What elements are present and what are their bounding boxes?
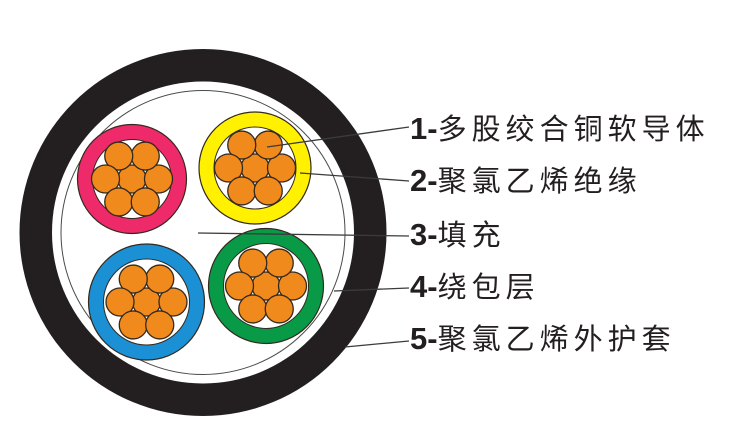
leader-line-5: [344, 340, 410, 348]
label-insulation-text: 聚氯乙烯绝缘: [438, 165, 642, 198]
leader-line-3: [197, 232, 410, 237]
core-yellow: [198, 111, 312, 225]
diagram-shapes: [19, 49, 410, 416]
label-wrapping: 4-绕包层: [410, 269, 540, 304]
core-pink-strand-3: [104, 141, 134, 171]
core-pink: [76, 123, 188, 235]
core-yellow-strand-3: [227, 130, 257, 160]
label-insulation: 2-聚氯乙烯绝缘: [410, 163, 642, 198]
core-pink-strand-2: [130, 141, 160, 171]
cores-group: [76, 111, 325, 361]
label-outer-sheath-text: 聚氯乙烯外护套: [438, 323, 676, 356]
label-filler: 3-填充: [410, 217, 506, 252]
label-conductor-text: 多股绞合铜软导体: [438, 113, 710, 146]
leader-lines-group: [197, 126, 410, 348]
leader-line-1: [266, 126, 410, 148]
core-green-strand-2: [264, 248, 294, 278]
core-blue: [87, 243, 206, 361]
part-labels: 1-多股绞合铜软导体 2-聚氯乙烯绝缘 3-填充 4-绕包层 5-聚氯乙烯外护套: [410, 111, 710, 356]
core-green-strand-3: [238, 248, 268, 278]
core-blue-strand-2: [145, 264, 175, 294]
core-blue-strand-3: [118, 264, 148, 294]
core-yellow-strand-6: [253, 176, 283, 206]
core-yellow-strand-1: [266, 153, 297, 183]
label-conductor: 1-多股绞合铜软导体: [410, 111, 710, 146]
label-outer-sheath: 5-聚氯乙烯外护套: [410, 321, 676, 356]
label-outer-sheath-number: 5-: [410, 321, 438, 356]
core-pink-strand-5: [104, 187, 134, 217]
label-insulation-number: 2-: [410, 163, 438, 198]
core-green: [207, 227, 325, 345]
label-wrapping-text: 绕包层: [438, 271, 540, 304]
label-wrapping-number: 4-: [410, 269, 438, 304]
label-filler-text: 填充: [438, 219, 506, 252]
core-pink-strand-1: [143, 164, 174, 194]
core-yellow-strand-4: [213, 153, 244, 183]
core-green-strand-1: [277, 271, 308, 301]
core-pink-strand-4: [90, 164, 121, 194]
core-blue-strand-6: [145, 310, 175, 340]
leader-line-2: [299, 172, 410, 182]
core-green-strand-6: [264, 294, 294, 324]
core-blue-strand-4: [105, 287, 135, 317]
wrapping-layer-circle: [60, 90, 346, 375]
core-blue-strand-5: [118, 310, 148, 340]
core-green-strand-5: [238, 294, 268, 324]
leader-line-4: [333, 287, 410, 292]
label-filler-number: 3-: [410, 217, 438, 252]
label-conductor-number: 1-: [410, 111, 438, 146]
core-pink-strand-6: [130, 187, 160, 217]
core-blue-strand-1: [158, 287, 188, 317]
core-green-strand-4: [224, 271, 255, 301]
core-yellow-strand-5: [227, 176, 257, 206]
